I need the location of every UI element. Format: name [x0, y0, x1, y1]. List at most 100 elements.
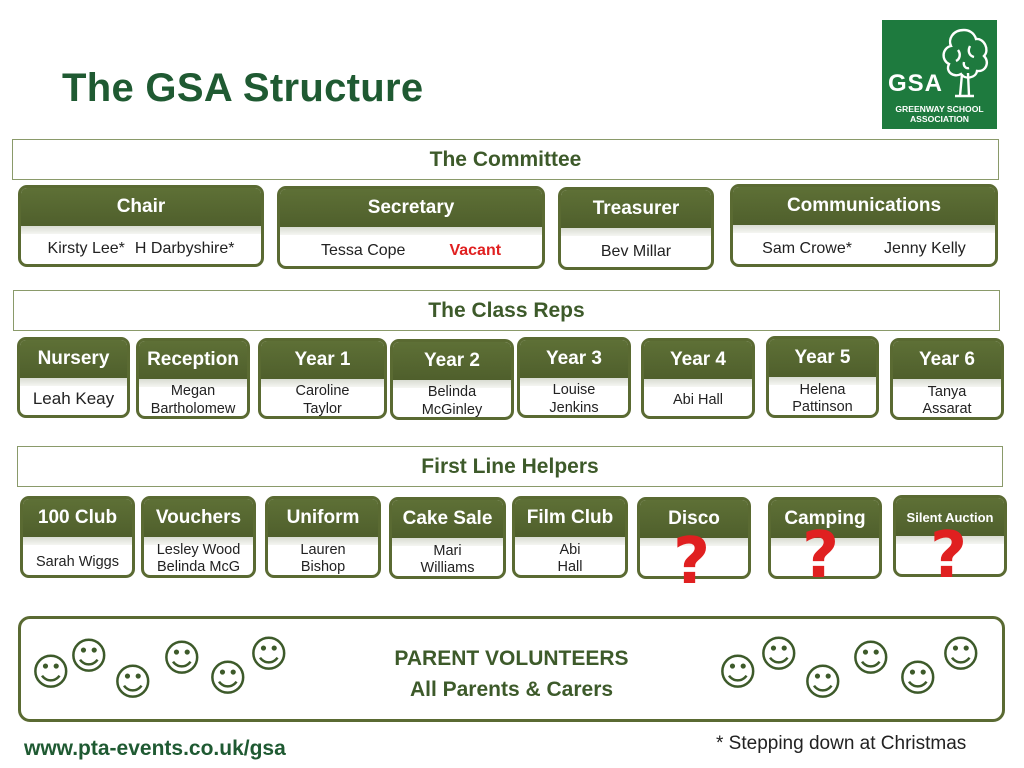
helper-title: 100 Club — [23, 499, 132, 537]
smiley-icon: ☺ — [113, 660, 153, 704]
helper-name: Sarah Wiggs — [35, 553, 119, 570]
role-person: H Darbyshire* — [134, 240, 235, 258]
class-rep-year-3: Year 3 Louise Jenkins — [517, 337, 631, 418]
role-title: Treasurer — [561, 190, 711, 228]
helper-vouchers: Vouchers Lesley Wood Belinda McG — [141, 496, 256, 578]
role-person: Sam Crowe* — [762, 239, 852, 257]
helper-uniform: Uniform Lauren Bishop — [265, 496, 381, 578]
class-rep-year-6: Year 6 Tanya Assarat — [890, 338, 1004, 420]
role-title: Communications — [733, 187, 995, 225]
helper-name: Lesley Wood — [156, 541, 241, 558]
helper-film-club: Film Club Abi Hall — [512, 496, 628, 578]
class-rep-name: Helena — [799, 381, 846, 398]
page-title: The GSA Structure — [62, 66, 424, 110]
parent-volunteers-panel: PARENT VOLUNTEERS All Parents & Carers ☺… — [18, 616, 1005, 722]
smiley-icon: ☺ — [898, 656, 938, 700]
helper-camping: Camping — [768, 497, 882, 579]
unknown-helper-camping-mark: ? — [802, 519, 840, 593]
helper-name: Abi — [559, 541, 581, 558]
logo-line-1: GREENWAY SCHOOL — [895, 104, 984, 114]
smiley-icon: ☺ — [851, 636, 891, 680]
role-chair: Chair Kirsty Lee* H Darbyshire* — [18, 185, 264, 267]
helper-name: Hall — [557, 559, 583, 575]
class-title: Nursery — [20, 340, 127, 378]
helper-title: Cake Sale — [392, 500, 503, 538]
class-rep-nursery: Nursery Leah Keay — [17, 337, 130, 418]
smiley-icon: ☺ — [941, 632, 981, 676]
class-rep-name: Louise — [552, 382, 596, 399]
class-title: Year 6 — [893, 341, 1001, 379]
role-treasurer: Treasurer Bev Millar — [558, 187, 714, 270]
class-rep-name: Jenkins — [549, 399, 599, 416]
smiley-icon: ☺ — [249, 632, 289, 676]
smiley-icon: ☺ — [803, 660, 843, 704]
website-link[interactable]: www.pta-events.co.uk/gsa — [24, 737, 286, 760]
class-rep-name: Tanya — [927, 383, 967, 400]
class-rep-name: Bartholomew — [150, 400, 236, 417]
class-rep-name: Belinda — [427, 384, 477, 401]
logo-line-2: ASSOCIATION — [909, 114, 970, 124]
class-title: Year 3 — [520, 340, 628, 378]
class-rep-year-4: Year 4 Abi Hall — [641, 338, 755, 419]
gsa-logo: GSA GREENWAY SCHOOL ASSOCIATION — [882, 20, 997, 129]
helper-title: Silent Auction — [896, 498, 1004, 536]
helper-title: Camping — [771, 500, 879, 538]
helper-title: Vouchers — [144, 499, 253, 537]
class-rep-name: Pattinson — [792, 399, 853, 415]
role-title: Chair — [21, 188, 261, 226]
smiley-icon: ☺ — [718, 650, 758, 694]
vacant-label: Vacant — [449, 241, 502, 259]
helpers-heading: First Line Helpers — [17, 446, 1003, 487]
helper-name: Williams — [420, 560, 475, 576]
volunteers-heading: PARENT VOLUNTEERS — [394, 647, 629, 670]
tree-icon — [942, 28, 988, 98]
committee-heading: The Committee — [12, 139, 999, 180]
role-person: Bev Millar — [600, 242, 672, 260]
class-rep-name: Abi Hall — [673, 391, 723, 408]
helper-name: Mari — [433, 542, 462, 559]
helper-title: Film Club — [515, 499, 625, 537]
class-title: Year 2 — [393, 342, 511, 380]
role-secretary: Secretary Tessa Cope Vacant — [277, 186, 545, 269]
class-rep-name: Leah Keay — [32, 389, 115, 409]
role-person: Kirsty Lee* — [47, 240, 125, 258]
logo-name: GREENWAY SCHOOL ASSOCIATION — [884, 104, 995, 124]
role-person: Tessa Cope — [320, 241, 406, 259]
helper-cake-sale: Cake Sale Mari Williams — [389, 497, 506, 579]
class-rep-name: Megan — [170, 383, 216, 400]
smiley-icon: ☺ — [759, 632, 799, 676]
class-rep-name: Taylor — [303, 400, 342, 417]
class-rep-name: McGinley — [421, 401, 483, 418]
logo-abbrev: GSA — [888, 70, 944, 97]
helper-disco: Disco — [637, 497, 751, 579]
class-title: Year 4 — [644, 341, 752, 379]
helper-title: Disco — [640, 500, 748, 538]
footnote: * Stepping down at Christmas — [716, 733, 967, 754]
role-title: Secretary — [280, 189, 542, 227]
helper-name: Belinda McG — [156, 559, 240, 575]
unknown-helper-disco-mark: ? — [673, 525, 711, 599]
role-person: Jenny Kelly — [883, 239, 966, 257]
class-rep-year-5: Year 5 Helena Pattinson — [766, 336, 879, 418]
class-title: Year 5 — [769, 339, 876, 377]
class-rep-name: Caroline — [295, 383, 350, 400]
class-title: Year 1 — [261, 341, 384, 379]
class-rep-year-1: Year 1 Caroline Taylor — [258, 338, 387, 419]
volunteers-subheading: All Parents & Carers — [409, 678, 614, 701]
smiley-icon: ☺ — [208, 656, 248, 700]
unknown-helper-auction-mark: ? — [930, 519, 968, 593]
helper-name: Bishop — [300, 559, 346, 575]
class-rep-name: Assarat — [922, 401, 972, 417]
class-reps-heading: The Class Reps — [13, 290, 1000, 331]
helper-name: Lauren — [300, 541, 346, 558]
role-communications: Communications Sam Crowe* Jenny Kelly — [730, 184, 998, 267]
class-rep-reception: Reception Megan Bartholomew — [136, 338, 250, 419]
smiley-icon: ☺ — [31, 650, 71, 694]
smiley-icon: ☺ — [69, 634, 109, 678]
class-rep-year-2: Year 2 Belinda McGinley — [390, 339, 514, 420]
helper-title: Uniform — [268, 499, 378, 537]
smiley-icon: ☺ — [162, 636, 202, 680]
helper-silent-auction: Silent Auction — [893, 495, 1007, 577]
class-title: Reception — [139, 341, 247, 379]
helper-100-club: 100 Club Sarah Wiggs — [20, 496, 135, 578]
